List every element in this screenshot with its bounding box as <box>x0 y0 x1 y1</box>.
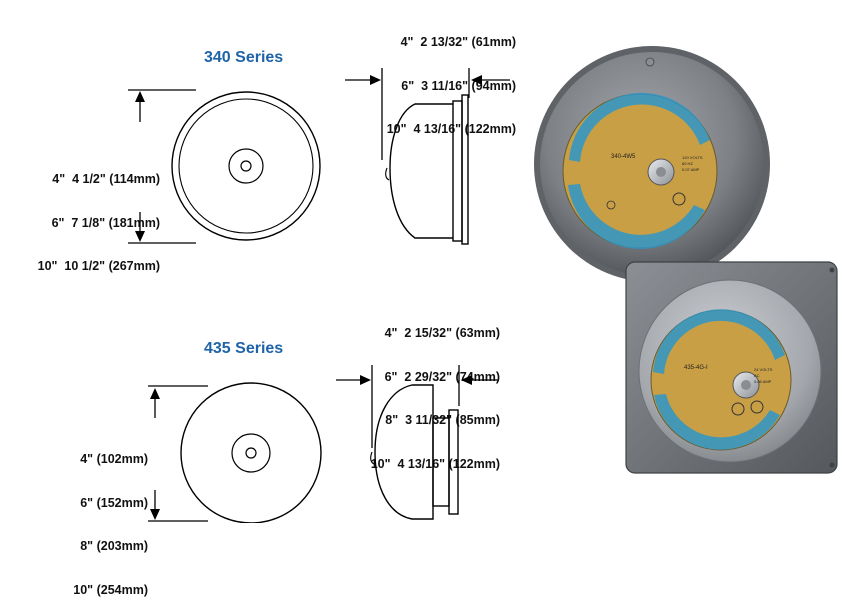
dimension-line: 8" 3 11/32" (85mm) <box>385 413 500 427</box>
dimension-line: 6" (152mm) <box>80 495 148 510</box>
bell-435-depth-arrow <box>336 365 498 448</box>
dimension-line: 6" 3 11/16" (94mm) <box>401 78 516 93</box>
bell-340-depth-arrow <box>345 68 510 160</box>
bell-340-photo: 340-4W5 120 VOLTS 60 HZ 0.07 AMP <box>534 46 770 282</box>
series-435-title: 435 Series <box>204 340 284 357</box>
certification-mark-icon <box>672 192 686 206</box>
dimension-line: 4" (102mm) <box>80 452 148 466</box>
dimension-line: 4" 2 15/32" (63mm) <box>384 326 500 340</box>
bell-340-diameter-arrow <box>128 89 196 244</box>
dimension-line: 10" (254mm) <box>73 582 148 597</box>
dimension-line: 10" 4 13/16" (122mm) <box>386 122 516 136</box>
warning-mark-icon <box>606 200 616 210</box>
photo-435-spec: AC <box>754 373 760 378</box>
certification-mark-icon <box>750 400 764 414</box>
series-340-diameter-dimensions: 4" 4 1/2" (114mm) 6" 7 1/8" (181mm) 10" … <box>8 143 160 288</box>
series-340-title: 340 Series <box>204 49 284 66</box>
bell-340-front-view <box>171 91 321 241</box>
dimension-line: 4" 4 1/2" (114mm) <box>52 172 160 186</box>
photo-340-spec: 120 VOLTS <box>682 155 703 160</box>
dimension-line: 10" 10 1/2" (267mm) <box>37 259 160 273</box>
bell-435-side-view <box>370 384 459 520</box>
photo-435-spec: 24 VOLTS <box>754 367 773 372</box>
photo-435-spec: 0.06 AMP <box>754 379 772 384</box>
photo-435-model: 435-4G-I <box>684 365 708 371</box>
dimension-line: 6" 7 1/8" (181mm) <box>51 215 160 230</box>
bell-340-side-view <box>385 94 469 245</box>
dimension-line: 10" 4 13/16" (122mm) <box>370 456 500 471</box>
bell-435-photo: 435-4G-I 24 VOLTS AC 0.06 AMP <box>625 261 838 474</box>
certification-mark-icon <box>731 402 745 416</box>
photo-340-spec: 60 HZ <box>682 161 693 166</box>
dimension-line: 4" 2 13/32" (61mm) <box>400 35 516 49</box>
series-340-depth-dimensions: 4" 2 13/32" (61mm) 6" 3 11/16" (94mm) 10… <box>330 6 516 151</box>
dimension-line: 8" (203mm) <box>80 539 148 553</box>
technical-drawing: 340-4W5 120 VOLTS 60 HZ 0.07 AMP 435-4G-… <box>128 46 838 523</box>
photo-340-model: 340-4W5 <box>611 154 636 160</box>
bell-435-front-view <box>180 382 322 523</box>
photo-340-spec: 0.07 AMP <box>682 167 700 172</box>
bell-435-diameter-arrow <box>148 385 208 522</box>
